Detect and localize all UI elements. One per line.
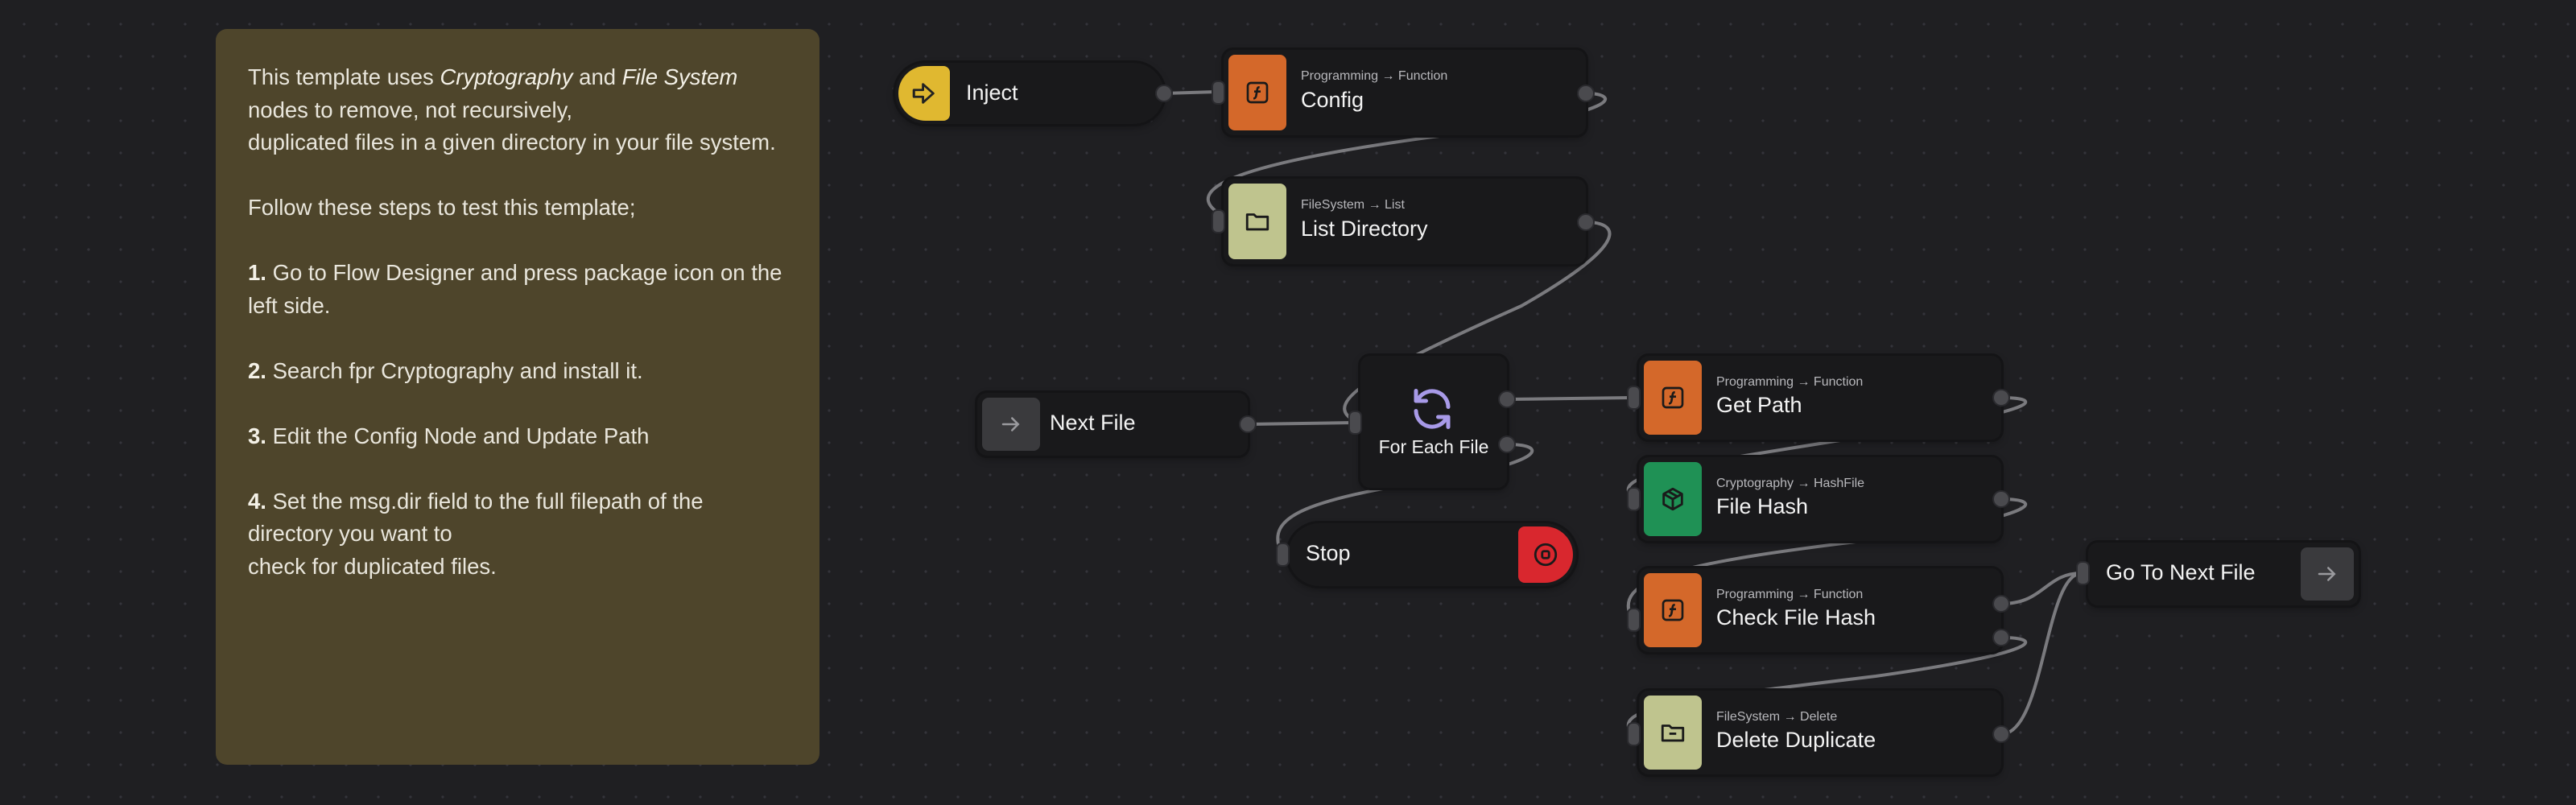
stop-in-port[interactable] [1278,544,1288,565]
function-icon [1644,573,1702,647]
file-hash-node[interactable]: Cryptography → HashFile File Hash [1639,457,2001,541]
intro-line-3: duplicated files in a given directory in… [248,130,776,155]
wire-check-delete [1626,636,2028,736]
wire-foreach-getpath [1505,396,1634,401]
wire-check-gotonext [2000,572,2083,605]
get-path-out-port[interactable] [1994,390,2008,405]
next-file-title: Next File [1050,411,1136,435]
inject-arrow-icon [898,66,950,121]
check-file-hash-title: Check File Hash [1716,605,1876,630]
config-subtitle: Programming → Function [1301,69,1448,83]
for-each-file-title: For Each File [1378,436,1489,457]
next-file-node[interactable]: Next File [977,393,1248,456]
for-each-file-node[interactable]: For Each File [1360,356,1507,488]
list-directory-node[interactable]: FileSystem → List List Directory [1224,179,1586,264]
delete-duplicate-node[interactable]: FileSystem → Delete Delete Duplicate [1639,691,2001,774]
stop-node[interactable]: Stop [1288,523,1576,586]
inject-title: Inject [966,80,1018,105]
go-to-next-file-node[interactable]: Go To Next File [2088,543,2359,605]
loop-icon [1408,385,1459,436]
inject-node[interactable]: Inject [895,63,1171,124]
wire-delete-gotonext [2000,572,2083,736]
stop-icon [1518,526,1573,583]
check-file-hash-node[interactable]: Programming → Function Check File Hash [1639,568,2001,652]
config-in-port[interactable] [1213,82,1224,103]
list-directory-out-port[interactable] [1579,215,1593,229]
function-icon [1228,55,1286,130]
config-node[interactable]: Programming → Function Config [1224,50,1586,135]
delete-duplicate-subtitle: FileSystem → Delete [1716,710,1838,724]
file-hash-title: File Hash [1716,494,1809,518]
folder-icon [1228,184,1286,259]
template-comment-note[interactable]: This template uses Cryptography and File… [216,29,819,765]
wire-inject-config [1162,90,1219,95]
delete-duplicate-out-port[interactable] [1994,727,2008,741]
config-title: Config [1301,88,1364,112]
follow-steps-text: Follow these steps to test this template… [248,195,636,220]
step-2: 2. Search fpr Cryptography and install i… [248,357,643,383]
list-directory-subtitle: FileSystem → List [1301,198,1405,212]
for-each-file-out-port-1[interactable] [1500,392,1514,407]
cube-icon [1644,462,1702,536]
inject-out-port[interactable] [1157,86,1171,101]
check-file-hash-in-port[interactable] [1629,609,1639,630]
go-to-next-file-title: Go To Next File [2106,560,2256,584]
go-to-next-file-in-port[interactable] [2078,563,2088,584]
intro-line-2: nodes to remove, not recursively, [248,97,573,122]
check-file-hash-subtitle: Programming → Function [1716,588,1864,601]
get-path-node[interactable]: Programming → Function Get Path [1639,356,2001,440]
next-file-out-port[interactable] [1241,417,1255,431]
delete-duplicate-in-port[interactable] [1629,724,1639,745]
file-hash-out-port[interactable] [1994,492,2008,506]
get-path-subtitle: Programming → Function [1716,375,1864,389]
function-icon [1644,361,1702,435]
stop-title: Stop [1306,541,1351,565]
wire-list-foreach [1343,221,1612,422]
step-3: 3. Edit the Config Node and Update Path [248,423,650,448]
arrow-right-icon [2301,547,2354,601]
config-out-port[interactable] [1579,86,1593,101]
file-hash-in-port[interactable] [1629,489,1639,510]
get-path-in-port[interactable] [1629,387,1639,408]
get-path-title: Get Path [1716,393,1802,417]
file-hash-subtitle: Cryptography → HashFile [1716,477,1865,490]
delete-duplicate-title: Delete Duplicate [1716,728,1876,752]
step-1: 1. Go to Flow Designer and press package… [248,260,782,318]
step-4: 4. Set the msg.dir field to the full fil… [248,488,704,547]
list-directory-in-port[interactable] [1213,211,1224,232]
arrow-right-icon [982,398,1040,451]
for-each-file-in-port[interactable] [1350,412,1360,433]
wire-filehash-check [1626,497,2028,621]
list-directory-title: List Directory [1301,217,1428,241]
intro-line-1: This template uses Cryptography and File… [248,64,738,89]
wire-nextfile-foreach [1246,421,1356,426]
check-file-hash-out-port-1[interactable] [1994,597,2008,611]
wire-config-list [1206,92,1608,213]
for-each-file-out-port-2[interactable] [1500,437,1514,452]
step-4-continued: check for duplicated files. [248,553,497,579]
folder-minus-icon [1644,696,1702,770]
check-file-hash-out-port-2[interactable] [1994,630,2008,645]
